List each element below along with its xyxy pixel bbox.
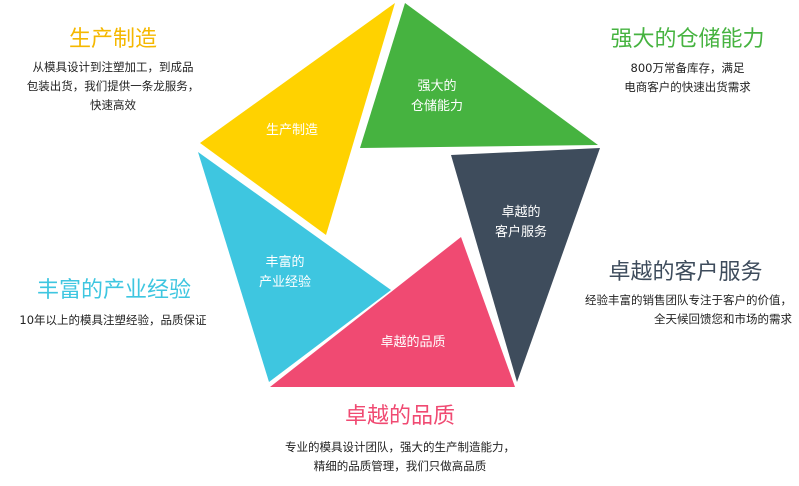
- inner-label-experience: 丰富的 产业经验: [258, 255, 312, 290]
- callout-desc-quality: 专业的模具设计团队，强大的生产制造能力， 精细的品质管理，我们只做高品质: [285, 440, 515, 473]
- callout-desc-production: 从模具设计到注塑加工，到成品 包装出货，我们提供一条龙服务， 快速高效: [26, 60, 200, 112]
- segment-production: [200, 3, 395, 235]
- callout-desc-storage: 800万常备库存，满足 电商客户的快速出货需求: [624, 61, 751, 94]
- inner-label-storage: 强大的 仓储能力: [410, 79, 464, 114]
- callout-desc-experience: 10年以上的模具注塑经验，品质保证: [19, 313, 207, 327]
- segment-storage: [360, 3, 598, 148]
- segment-service: [451, 148, 600, 382]
- callout-title-service: 卓越的客户服务: [608, 260, 763, 285]
- segment-experience: [198, 152, 391, 382]
- inner-label-service: 卓越的 客户服务: [494, 205, 548, 240]
- callout-desc-service: 经验丰富的销售团队专注于客户的价值， 全天候回馈您和市场的需求: [585, 293, 792, 326]
- inner-label-production: 生产制造: [265, 123, 319, 138]
- segment-quality: [270, 237, 515, 387]
- callout-title-quality: 卓越的品质: [344, 404, 455, 429]
- callout-title-production: 生产制造: [68, 27, 157, 52]
- callout-title-experience: 丰富的产业经验: [36, 278, 191, 303]
- callout-title-storage: 强大的仓储能力: [610, 27, 765, 52]
- inner-label-quality: 卓越的品质: [380, 335, 446, 350]
